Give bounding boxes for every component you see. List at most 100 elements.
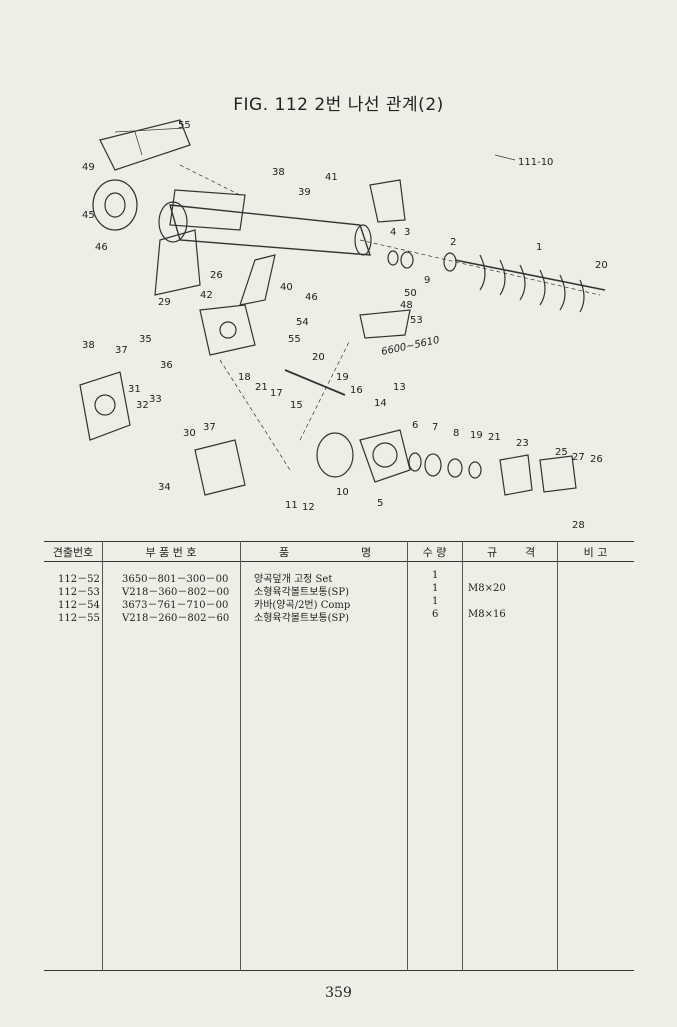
callout-label: 37 — [115, 345, 128, 356]
table-row: 112－53 V218－360－802－00 소형육각볼트보통(SP) 1 M8… — [44, 583, 634, 598]
cell-qty: 1 — [432, 570, 439, 581]
callout-label: 6 — [412, 420, 418, 431]
callout-label: 38 — [82, 340, 95, 351]
cell-part-no: 3673－761－710－00 — [122, 600, 229, 611]
callout-label: 16 — [350, 385, 363, 396]
cell-qty: 6 — [432, 609, 439, 620]
callout-label: 48 — [400, 300, 413, 311]
callout-label: 38 — [272, 167, 285, 178]
header-name-left: 품 — [278, 546, 290, 559]
callout-label: 111-10 — [518, 157, 553, 168]
callout-label: 2 — [450, 237, 456, 248]
callout-label: 31 — [128, 384, 141, 395]
page-number: 359 — [325, 985, 352, 1001]
cell-name: 카바(양곡/2번) Comp — [254, 600, 351, 611]
cell-spec: M8×16 — [468, 609, 506, 620]
callout-label: 14 — [374, 398, 387, 409]
header-qty: 수 량 — [422, 546, 447, 559]
callout-label: 36 — [160, 360, 173, 371]
callout-label: 9 — [424, 275, 430, 286]
header-ref-no: 견출번호 — [52, 546, 94, 559]
header-part-no: 부 품 번 호 — [145, 546, 197, 559]
header-spec-right: 격 — [524, 546, 536, 559]
callout-label: 34 — [158, 482, 171, 493]
callout-label: 46 — [305, 292, 318, 303]
callout-label: 46 — [95, 242, 108, 253]
table-top-rule — [44, 541, 634, 542]
callout-label: 30 — [183, 428, 196, 439]
callout-label: 5 — [377, 498, 383, 509]
callout-label: 28 — [572, 520, 585, 530]
callout-label: 12 — [302, 502, 315, 513]
callout-label: 17 — [270, 388, 283, 399]
callout-label: 7 — [432, 422, 438, 433]
cell-ref: 112－53 — [58, 587, 100, 598]
figure-title: FIG. 112 2번 나선 관계(2) — [233, 95, 444, 115]
callout-label: 8 — [453, 428, 459, 439]
cell-name: 소형육각볼트보통(SP) — [254, 613, 349, 624]
callout-label: 26 — [210, 270, 223, 281]
callout-label: 33 — [149, 394, 162, 405]
callout-label: 20 — [595, 260, 608, 271]
callout-label: 21 — [255, 382, 268, 393]
column-divider — [462, 541, 463, 971]
cell-ref: 112－54 — [58, 600, 100, 611]
callout-label: 53 — [410, 315, 423, 326]
diagram-callouts: 49 55 45 46 38 41 39 111-10 4 3 2 1 20 9… — [82, 120, 608, 530]
cell-part-no: 3650－801－300－00 — [122, 574, 229, 585]
callout-label: 45 — [82, 210, 95, 221]
callout-label: 25 — [555, 447, 568, 458]
cell-name: 소형육각볼트보통(SP) — [254, 587, 349, 598]
callout-label: 20 — [312, 352, 325, 363]
cell-ref: 112－55 — [58, 613, 100, 624]
header-remarks: 비 고 — [583, 546, 608, 559]
cell-spec: M8×20 — [468, 583, 506, 594]
callout-label: 37 — [203, 422, 216, 433]
callout-label: 21 — [488, 432, 501, 443]
cell-part-no: V218－260－802－60 — [122, 613, 230, 624]
cell-name: 양곡덮개 고정 Set — [254, 574, 333, 585]
cell-qty: 1 — [432, 583, 439, 594]
column-divider — [240, 541, 241, 971]
callout-label: 32 — [136, 400, 149, 411]
parts-table: 견출번호 부 품 번 호 품 명 수 량 규 격 비 고 112－52 3650… — [44, 541, 634, 971]
callout-label: 42 — [200, 290, 213, 301]
callout-label: 49 — [82, 162, 95, 173]
table-row: 112－52 3650－801－300－00 양곡덮개 고정 Set 1 — [44, 570, 634, 585]
callout-label: 13 — [393, 382, 406, 393]
callout-label: 23 — [516, 438, 529, 449]
cell-part-no: V218－360－802－00 — [122, 587, 230, 598]
table-row: 112－54 3673－761－710－00 카바(양곡/2번) Comp 1 — [44, 596, 634, 611]
column-divider — [557, 541, 558, 971]
table-row: 112－55 V218－260－802－60 소형육각볼트보통(SP) 6 M8… — [44, 609, 634, 624]
callout-label: 19 — [336, 372, 349, 383]
exploded-parts-diagram: 49 55 45 46 38 41 39 111-10 4 3 2 1 20 9… — [79, 119, 608, 530]
cell-qty: 1 — [432, 596, 439, 607]
column-divider — [407, 541, 408, 971]
callout-label: 10 — [336, 487, 349, 498]
callout-label: 35 — [139, 334, 152, 345]
callout-label: 11 — [285, 500, 298, 511]
callout-label: 40 — [280, 282, 293, 293]
table-bottom-rule — [44, 970, 634, 971]
callout-label: 1 — [536, 242, 542, 253]
callout-label: 50 — [404, 288, 417, 299]
callout-label: 19 — [470, 430, 483, 441]
handwritten-note: 6600~5610 — [380, 335, 440, 358]
callout-label: 26 — [590, 454, 603, 465]
callout-label: 41 — [325, 172, 338, 183]
column-divider — [102, 541, 103, 971]
callout-label: 15 — [290, 400, 303, 411]
diagram-artwork — [79, 119, 606, 496]
header-name-right: 명 — [360, 546, 372, 559]
header-spec-left: 규 — [486, 546, 498, 559]
callout-label: 55 — [178, 120, 191, 131]
cell-ref: 112－52 — [58, 574, 100, 585]
callout-label: 18 — [238, 372, 251, 383]
callout-label: 29 — [158, 297, 171, 308]
callout-label: 4 — [390, 227, 396, 238]
callout-label: 27 — [572, 452, 585, 463]
callout-label: 54 — [296, 317, 309, 328]
table-header-rule — [44, 561, 634, 562]
